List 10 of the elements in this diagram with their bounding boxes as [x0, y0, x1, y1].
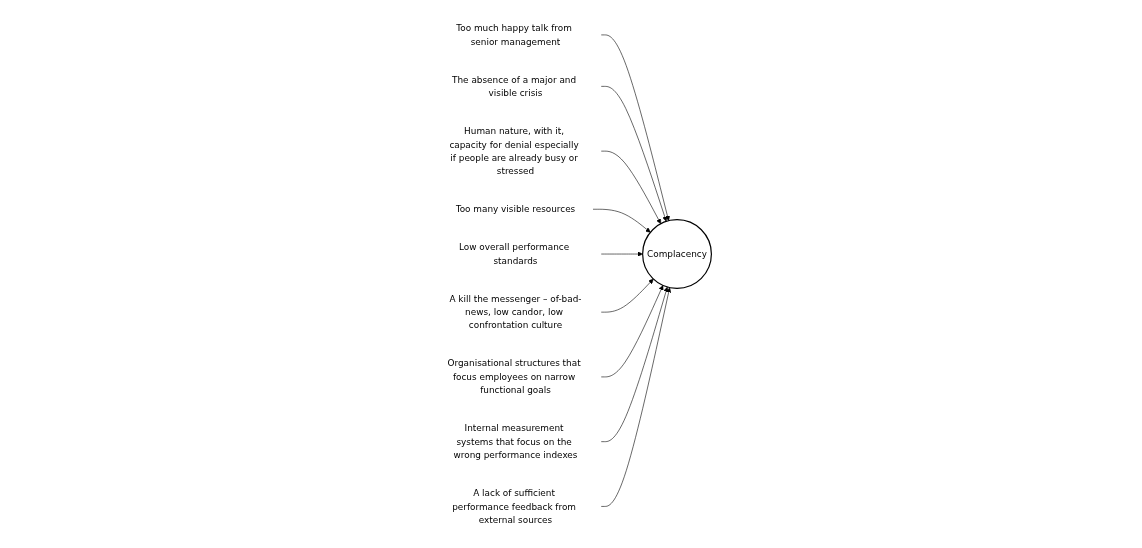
- node-text: Internal measurement systems that focus on the wrong performance indexes: [453, 422, 578, 461]
- node-text: Too much happy talk from senior management: [456, 22, 573, 47]
- node-text: Low overall performance standards: [459, 241, 570, 266]
- node-text: Organisational structures that focus employees on narrow functional goals: [447, 358, 582, 396]
- node-text: The absence of a major and visible crisis: [452, 74, 577, 99]
- node-text: Human nature, with it, capacity for denial especially if people are already busy or stressed: [449, 125, 580, 177]
- node-text: Too many visible resources: [456, 203, 576, 215]
- node-text: A lack of sufficient performance feedback from external sources: [452, 487, 577, 525]
- node-text: A kill the messenger – of-bad-news, low candor, low confrontation culture: [449, 293, 582, 331]
- node-circle: Complacency: [642, 219, 713, 289]
